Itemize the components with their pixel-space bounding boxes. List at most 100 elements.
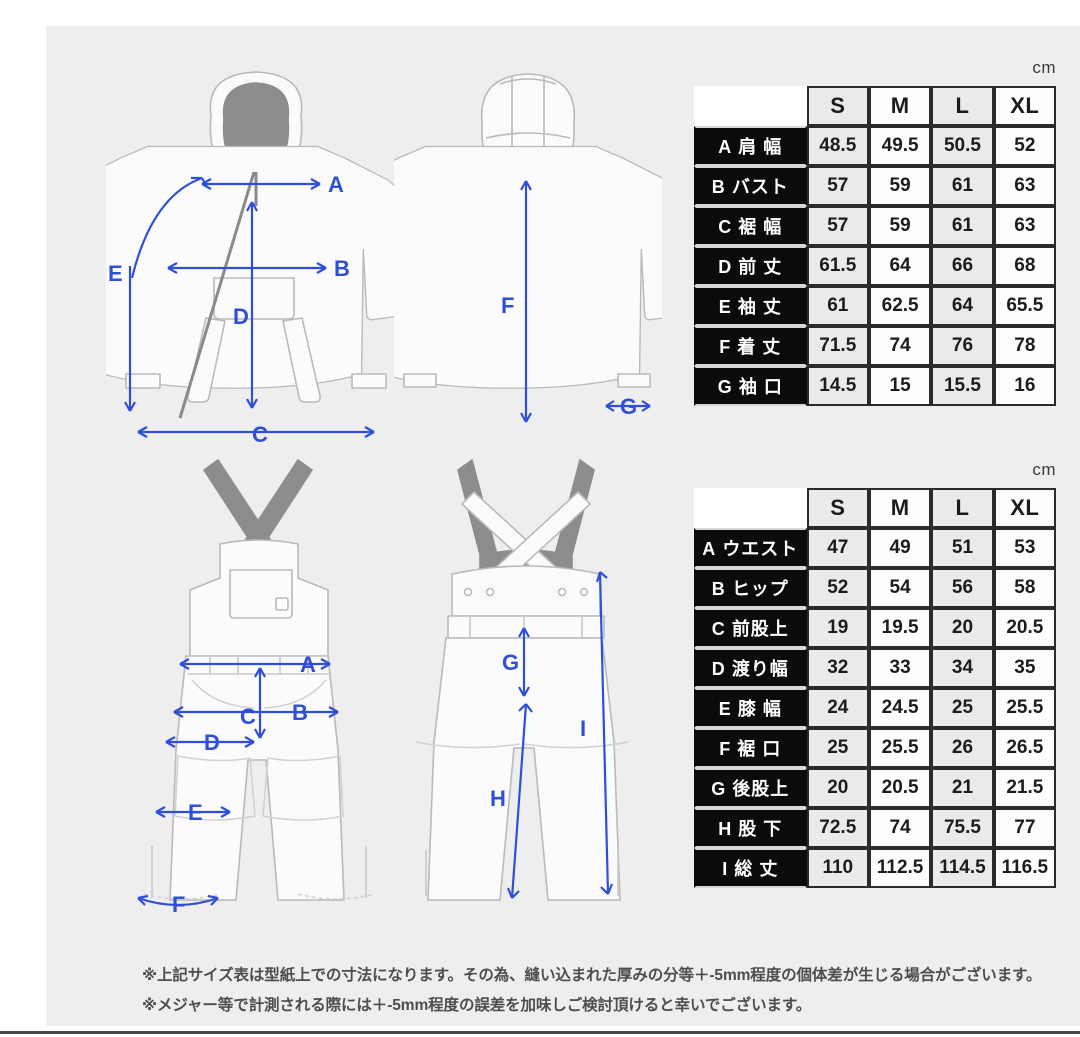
cell-g-s: 20 — [806, 768, 869, 808]
cell-f-s: 25 — [806, 728, 869, 768]
cell-g-l: 21 — [931, 768, 994, 808]
cell-b-m: 59 — [868, 166, 932, 206]
cell-d-s: 61.5 — [806, 246, 869, 286]
marker-label-b: B — [292, 700, 308, 725]
marker-label-a: A — [300, 652, 316, 677]
cell-g-m: 20.5 — [868, 768, 932, 808]
row-label-g: G 後股上 — [694, 768, 807, 808]
row-label-c: C 前股上 — [694, 608, 807, 648]
table-row: G 後股上 20 20.5 21 21.5 — [694, 768, 1056, 808]
cell-g-m: 15 — [868, 366, 932, 406]
cell-g-xl: 21.5 — [993, 768, 1056, 808]
cell-a-m: 49 — [868, 528, 932, 568]
cell-i-m: 112.5 — [868, 848, 932, 888]
cell-c-m: 19.5 — [868, 608, 932, 648]
footnote-2: ※メジャー等で計測される際には＋-5mm程度の誤差を加味しご検討頂けると幸いでご… — [142, 997, 812, 1014]
jacket-front-diagram: A B D C E — [106, 56, 406, 451]
footnotes: ※上記サイズ表は型紙上での寸法になります。その為、縫い込まれた厚みの分等＋-5m… — [142, 961, 1062, 1021]
row-label-f: F 裾 口 — [694, 728, 807, 768]
cell-d-l: 66 — [931, 246, 994, 286]
pants-front-diagram: A C B D E F — [112, 446, 412, 921]
table-row: F 裾 口 25 25.5 26 26.5 — [694, 728, 1056, 768]
cell-h-xl: 77 — [993, 808, 1056, 848]
cell-i-xl: 116.5 — [993, 848, 1056, 888]
cell-h-m: 74 — [868, 808, 932, 848]
row-label-h: H 股 下 — [694, 808, 807, 848]
row-label-g: G 袖 口 — [694, 366, 807, 406]
column-header-l: L — [931, 86, 994, 126]
cell-h-l: 75.5 — [931, 808, 994, 848]
table-row: E 膝 幅 24 24.5 25 25.5 — [694, 688, 1056, 728]
row-label-e: E 膝 幅 — [694, 688, 807, 728]
table-corner-cell — [694, 488, 807, 528]
cell-b-xl: 63 — [993, 166, 1056, 206]
marker-label-f: F — [501, 293, 514, 318]
cell-b-s: 52 — [806, 568, 869, 608]
cell-a-s: 48.5 — [806, 126, 869, 166]
cell-f-m: 74 — [868, 326, 932, 366]
cell-i-s: 110 — [806, 848, 869, 888]
cell-c-m: 59 — [868, 206, 932, 246]
row-label-i: I 総 丈 — [694, 848, 807, 888]
table-row: D 渡り幅 32 33 34 35 — [694, 648, 1056, 688]
table-row: C 前股上 19 19.5 20 20.5 — [694, 608, 1056, 648]
table-row: A ウエスト 47 49 51 53 — [694, 528, 1056, 568]
cell-f-m: 25.5 — [868, 728, 932, 768]
jacket-table-unit: cm — [1032, 58, 1056, 77]
row-label-a: A ウエスト — [694, 528, 807, 568]
cell-g-xl: 16 — [993, 366, 1056, 406]
jacket-size-table-wrapper: cm S M L XL A 肩 幅 4 — [694, 58, 1056, 406]
cell-f-xl: 26.5 — [993, 728, 1056, 768]
jacket-back-diagram: F G — [394, 56, 662, 451]
cell-c-s: 57 — [806, 206, 869, 246]
cell-a-xl: 53 — [993, 528, 1056, 568]
marker-label-b: B — [334, 256, 350, 281]
marker-label-c: C — [240, 704, 256, 729]
cell-e-l: 25 — [931, 688, 994, 728]
table-header-row: S M L XL — [694, 86, 1056, 126]
cell-a-m: 49.5 — [868, 126, 932, 166]
table-row: H 股 下 72.5 74 75.5 77 — [694, 808, 1056, 848]
cell-e-l: 64 — [931, 286, 994, 326]
column-header-m: M — [868, 488, 932, 528]
table-row: B バスト 57 59 61 63 — [694, 166, 1056, 206]
row-label-f: F 着 丈 — [694, 326, 807, 366]
cell-e-m: 24.5 — [868, 688, 932, 728]
cell-c-l: 20 — [931, 608, 994, 648]
marker-label-g: G — [502, 650, 519, 675]
cell-c-s: 19 — [806, 608, 869, 648]
table-row: A 肩 幅 48.5 49.5 50.5 52 — [694, 126, 1056, 166]
cell-b-s: 57 — [806, 166, 869, 206]
column-header-s: S — [806, 86, 869, 126]
row-label-b: B バスト — [694, 166, 807, 206]
marker-label-e: E — [108, 261, 123, 286]
cell-i-l: 114.5 — [931, 848, 994, 888]
row-label-e: E 袖 丈 — [694, 286, 807, 326]
cell-b-xl: 58 — [993, 568, 1056, 608]
pants-size-table: S M L XL A ウエスト 47 49 51 53 B — [694, 488, 1056, 888]
row-label-d: D 前 丈 — [694, 246, 807, 286]
cell-c-xl: 63 — [993, 206, 1056, 246]
cell-d-m: 64 — [868, 246, 932, 286]
marker-label-a: A — [328, 172, 344, 197]
cell-f-xl: 78 — [993, 326, 1056, 366]
cell-c-l: 61 — [931, 206, 994, 246]
marker-label-g: G — [620, 394, 637, 419]
table-row: F 着 丈 71.5 74 76 78 — [694, 326, 1056, 366]
table-row: B ヒップ 52 54 56 58 — [694, 568, 1056, 608]
cell-a-l: 50.5 — [931, 126, 994, 166]
row-label-c: C 裾 幅 — [694, 206, 807, 246]
footnote-1: ※上記サイズ表は型紙上での寸法になります。その為、縫い込まれた厚みの分等＋-5m… — [142, 967, 1042, 984]
cell-e-xl: 25.5 — [993, 688, 1056, 728]
marker-label-d: D — [233, 304, 249, 329]
pants-size-table-wrapper: cm S M L XL A ウエスト — [694, 460, 1056, 888]
marker-label-f: F — [172, 892, 185, 917]
marker-label-i: I — [580, 716, 586, 741]
cell-a-xl: 52 — [993, 126, 1056, 166]
column-header-l: L — [931, 488, 994, 528]
cell-d-xl: 68 — [993, 246, 1056, 286]
cell-h-s: 72.5 — [806, 808, 869, 848]
marker-label-h: H — [490, 786, 506, 811]
column-header-s: S — [806, 488, 869, 528]
